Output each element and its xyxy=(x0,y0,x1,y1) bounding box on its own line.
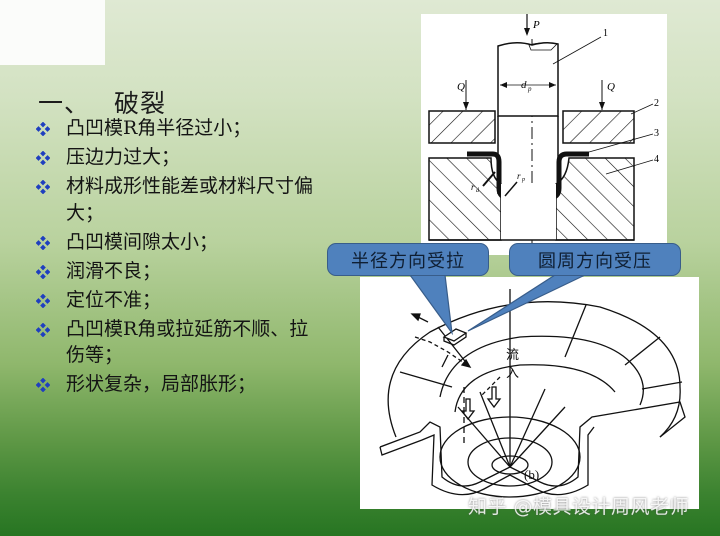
radius-die-label: r xyxy=(471,182,475,192)
diamond-four-dots-icon xyxy=(36,264,50,279)
radial-tension-callout-text: 半径方向受拉 xyxy=(351,250,465,272)
list-item: 润滑不良； xyxy=(36,258,326,285)
list-item-text: 凸凹模间隙太小； xyxy=(66,230,219,253)
force-q-right-label: Q xyxy=(607,81,615,93)
diamond-four-dots-icon xyxy=(36,235,50,250)
die-cross-section-drawing: P d p 1 Q Q 2 3 4 xyxy=(428,14,659,252)
list-item-text: 定位不准； xyxy=(66,288,162,311)
flow-label-1: 流 xyxy=(506,348,519,363)
circumferential-compression-callout: 圆周方向受压 xyxy=(509,243,681,276)
diamond-four-dots-icon xyxy=(36,378,50,392)
part-2-label: 2 xyxy=(654,98,659,109)
list-item: 凸凹模R角或拉延筋不顺、拉伤等； xyxy=(36,316,326,369)
watermark: 知乎 @模具设计周风老师 xyxy=(468,496,690,518)
slide-title: 一、 破裂 xyxy=(38,84,166,120)
list-item: 材料成形性能差或材料尺寸偏大； xyxy=(36,173,326,226)
list-item-text: 形状复杂，局部胀形； xyxy=(66,373,257,395)
diameter-sub-label: p xyxy=(527,85,532,93)
title-number: 一、 xyxy=(38,89,91,118)
radius-die-sub-label: d xyxy=(476,188,480,194)
diamond-four-dots-icon xyxy=(36,151,50,165)
flange-deformation-drawing: 流 入 (b) xyxy=(379,289,686,498)
radius-punch-sub-label: p xyxy=(521,177,525,183)
list-item: 凸凹模R角半径过小； xyxy=(36,115,326,142)
diamond-four-dots-icon xyxy=(36,180,50,194)
part-4-label: 4 xyxy=(654,154,659,165)
die-cross-section-figure: P d p 1 Q Q 2 3 4 xyxy=(421,14,667,255)
part-1-label: 1 xyxy=(603,28,608,39)
part-3-label: 3 xyxy=(654,128,659,139)
list-item-text: 压边力过大； xyxy=(66,146,181,168)
list-item: 形状复杂，局部胀形； xyxy=(36,371,326,398)
radius-punch-label: r xyxy=(517,171,521,181)
corner-white-patch xyxy=(0,0,105,65)
figure-caption: (b) xyxy=(524,467,539,482)
list-item-text: 凸凹模R角半径过小； xyxy=(66,117,252,139)
diamond-four-dots-icon xyxy=(36,122,50,136)
list-item-text: 润滑不良； xyxy=(66,259,162,282)
diamond-four-dots-icon xyxy=(36,322,50,337)
flow-label-2: 入 xyxy=(506,366,519,381)
diameter-label: d xyxy=(521,79,527,91)
diamond-four-dots-icon xyxy=(36,293,50,308)
force-p-label: P xyxy=(532,19,540,31)
title-text: 破裂 xyxy=(114,89,167,118)
list-item: 压边力过大； xyxy=(36,144,326,171)
list-item-text: 凸凹模R角或拉延筋不顺、拉伤等； xyxy=(66,317,309,367)
list-item-text: 材料成形性能差或材料尺寸偏大； xyxy=(66,175,314,224)
force-q-left-label: Q xyxy=(457,81,465,93)
list-item: 定位不准； xyxy=(36,287,326,314)
list-item: 凸凹模间隙太小； xyxy=(36,229,326,256)
cause-list: 凸凹模R角半径过小； 压边力过大； 材料成形性能差或材料尺寸偏大； 凸凹模间隙太… xyxy=(36,115,326,400)
flange-deformation-figure: 流 入 (b) xyxy=(360,277,699,509)
radial-tension-callout: 半径方向受拉 xyxy=(327,243,489,276)
circumferential-compression-callout-text: 圆周方向受压 xyxy=(538,250,652,272)
